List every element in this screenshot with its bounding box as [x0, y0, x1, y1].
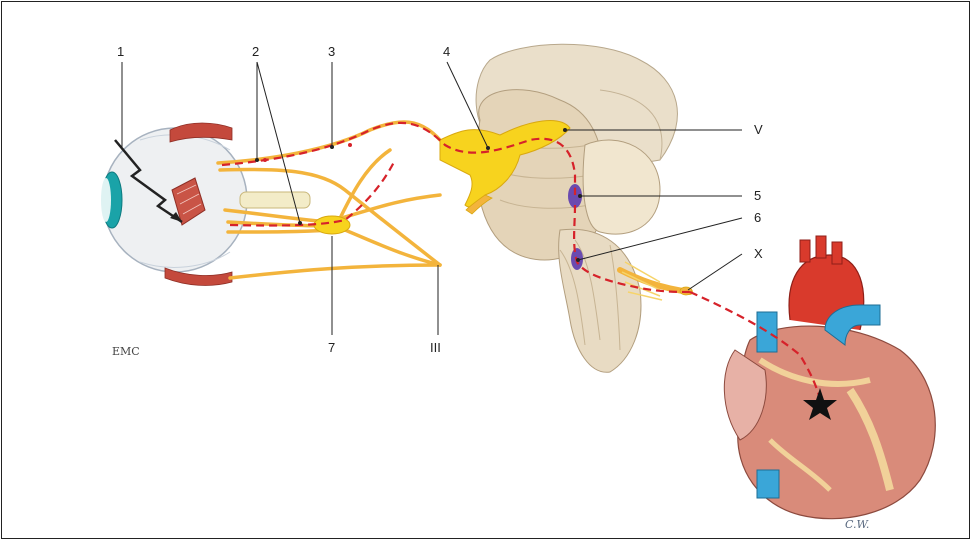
label-6: 6 [754, 210, 761, 225]
path-dot [348, 143, 352, 147]
eye [101, 123, 247, 285]
ciliary-ganglion [314, 216, 350, 234]
label-III: III [430, 340, 441, 355]
label-1: 1 [117, 44, 124, 59]
label-4: 4 [443, 44, 450, 59]
label-V: V [754, 122, 763, 137]
path-dot [263, 158, 267, 162]
label-3: 3 [328, 44, 335, 59]
label-7: 7 [328, 340, 335, 355]
label-2: 2 [252, 44, 259, 59]
optic-structure [240, 192, 310, 208]
label-5: 5 [754, 188, 761, 203]
emc-logo: EMC [112, 345, 140, 358]
brainstem [476, 44, 677, 372]
heart [724, 236, 935, 519]
label-X: X [754, 246, 763, 261]
artist-signature: C.W. [845, 518, 870, 531]
